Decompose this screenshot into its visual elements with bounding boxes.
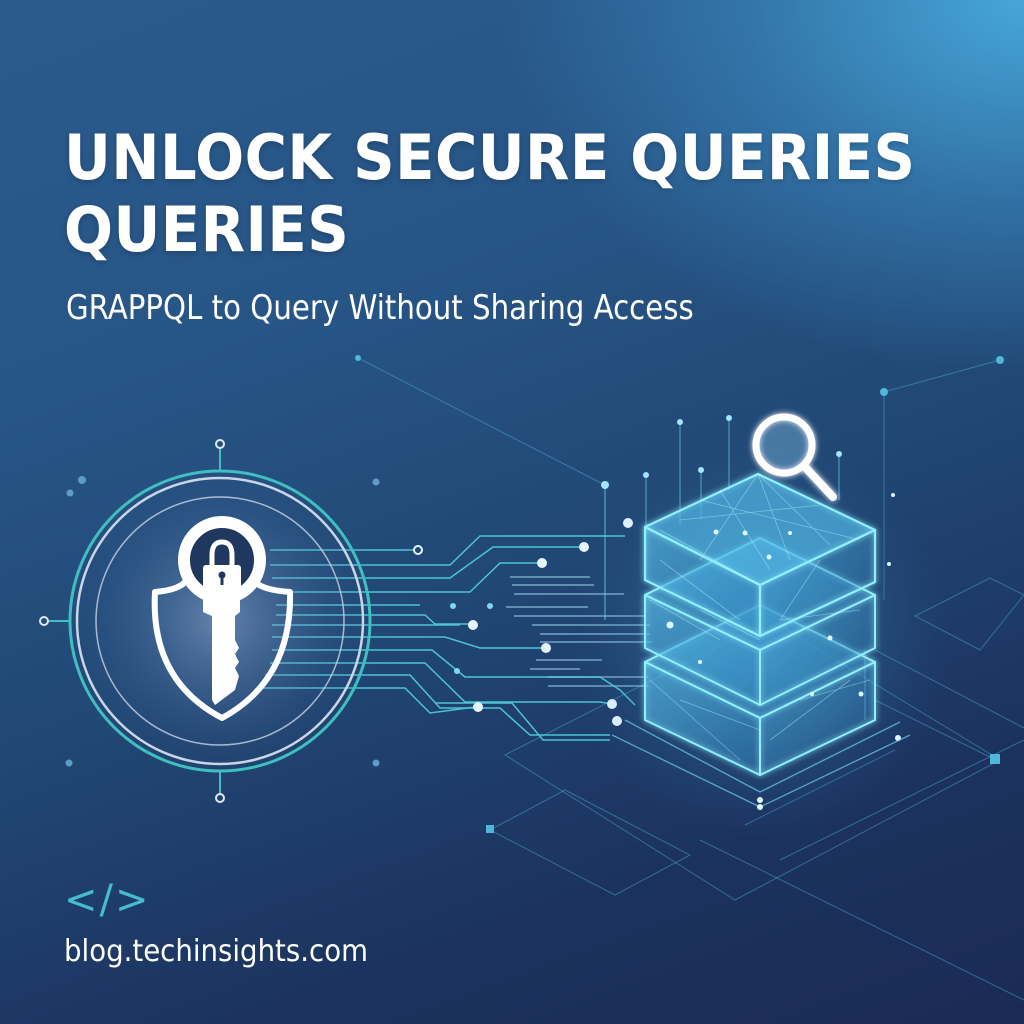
shield-key-lock-icon [39, 439, 380, 803]
database-stack-icon [570, 415, 950, 840]
headline-line-1: UNLOCK SECURE QUERIES [64, 121, 916, 194]
headline-line-2: QUERIES [64, 193, 350, 266]
site-domain: blog.techinsights.com [64, 934, 368, 969]
code-brackets-icon: </> [64, 877, 151, 923]
magnifying-glass-icon [752, 413, 837, 501]
headline: UNLOCK SECURE QUERIES QUERIES [64, 122, 916, 266]
subtitle: GRAPPQL to Query Without Sharing Access [66, 288, 694, 328]
